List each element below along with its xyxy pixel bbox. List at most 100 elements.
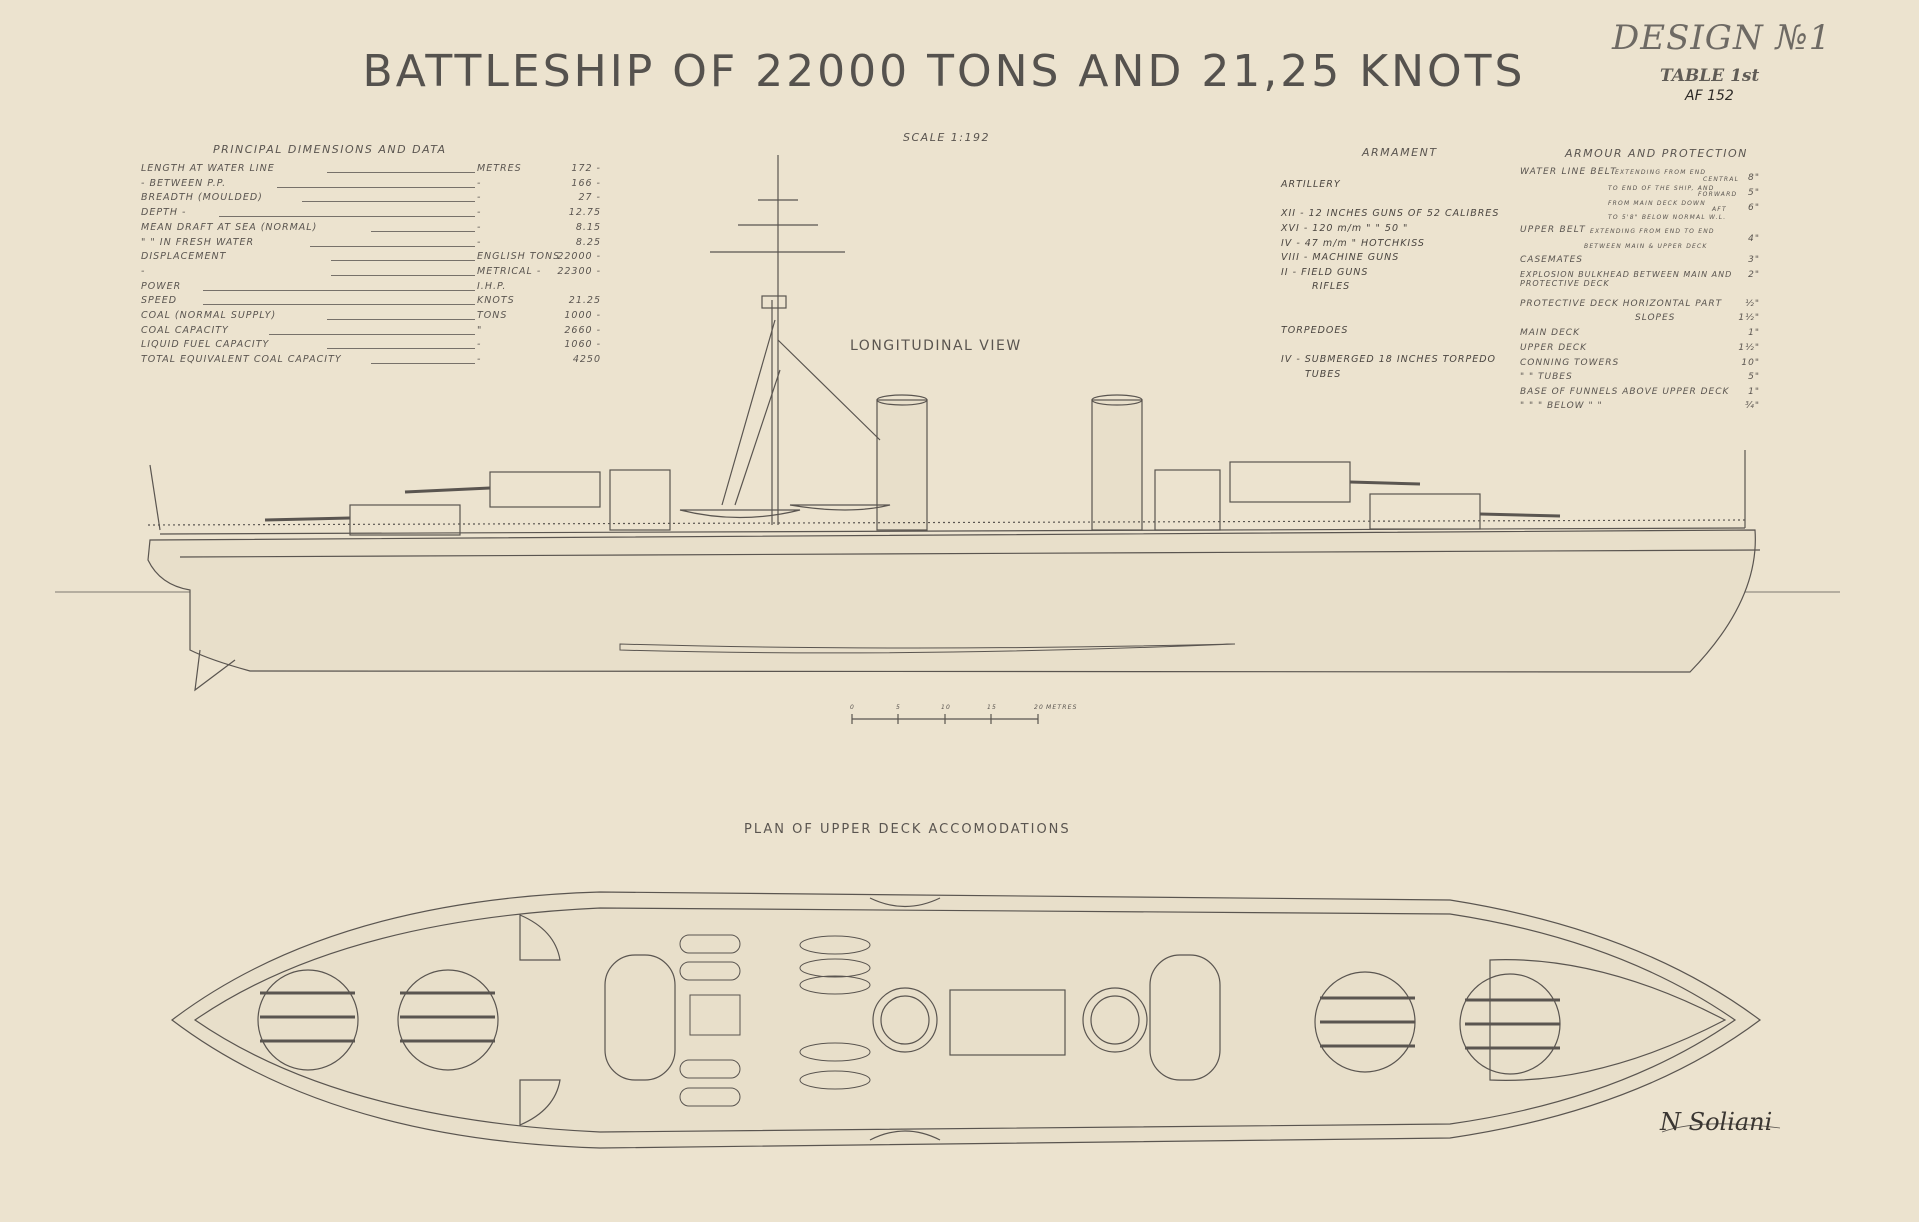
reference-code: AF 152 xyxy=(1685,88,1734,104)
longitudinal-view-label: LONGITUDINAL VIEW xyxy=(850,338,1022,354)
row-value: 1½" xyxy=(1738,313,1760,323)
principal-row: DEPTH - - 12.75 xyxy=(141,207,611,222)
row-value: 12.75 xyxy=(568,207,601,219)
artillery-row: RIFLES xyxy=(1312,281,1351,292)
armour-row: BASE OF FUNNELS ABOVE UPPER DECK 1" xyxy=(1520,387,1760,402)
row-label: MEAN DRAFT AT SEA (NORMAL) xyxy=(141,221,318,233)
row-label: COAL CAPACITY xyxy=(141,324,229,336)
armour-row: CASEMATES 3" xyxy=(1520,255,1760,270)
signature: N Soliani xyxy=(1660,1108,1773,1136)
row-label: DEPTH - xyxy=(141,207,187,219)
row-label: UPPER DECK xyxy=(1520,343,1588,353)
row-label: TOTAL EQUIVALENT COAL CAPACITY xyxy=(141,354,342,366)
armour-row: EXPLOSION BULKHEAD BETWEEN MAIN AND PROT… xyxy=(1520,270,1760,288)
scale-tick-20: 20 xyxy=(1034,704,1045,711)
leader-line xyxy=(327,172,475,173)
armour-row: MAIN DECK 1" xyxy=(1520,328,1760,343)
armour-row: " " " BELOW " " ¾" xyxy=(1520,401,1760,416)
drawing-title: BATTLESHIP OF 22000 TONS AND 21,25 KNOTS xyxy=(362,46,1526,97)
armour-row: " " TUBES 5" xyxy=(1520,372,1760,387)
armament-heading: ARMAMENT xyxy=(1362,146,1438,159)
row-value: 2" xyxy=(1748,270,1760,280)
leader-line xyxy=(302,201,475,203)
upper-belt-note: EXTENDING FROM END TO END xyxy=(1590,228,1715,235)
row-label: " " TUBES xyxy=(1520,372,1573,382)
belt-aft-value: 6" xyxy=(1748,203,1761,213)
scale-tick-5: 5 xyxy=(896,704,902,711)
upper-belt-value: 4" xyxy=(1748,234,1761,244)
row-label: BREADTH (MOULDED) xyxy=(141,192,263,204)
row-label: PROTECTIVE DECK HORIZONTAL PART xyxy=(1520,299,1723,309)
row-value: 22000 - xyxy=(557,251,601,263)
row-value: 1060 - xyxy=(564,339,601,351)
row-unit: ENGLISH TONS xyxy=(477,251,561,263)
row-value: ¾" xyxy=(1745,401,1760,411)
row-value: 8.25 xyxy=(575,236,601,248)
principal-heading: PRINCIPAL DIMENSIONS AND DATA xyxy=(213,143,447,156)
longitudinal-view-ship xyxy=(55,155,1840,692)
row-label: POWER xyxy=(141,280,182,292)
leader-line xyxy=(371,230,475,232)
row-label: CONNING TOWERS xyxy=(1520,358,1620,368)
waterline-belt-note: TO END OF THE SHIP, AND xyxy=(1608,185,1715,192)
row-unit: METRICAL - xyxy=(477,265,542,277)
row-value: 1000 - xyxy=(564,310,601,321)
principal-row: LIQUID FUEL CAPACITY - 1060 - xyxy=(141,339,611,354)
row-unit: " xyxy=(477,324,483,336)
principal-row: - BETWEEN P.P. - 166 - xyxy=(141,178,611,193)
row-value: 8.15 xyxy=(575,221,601,233)
leader-line xyxy=(219,216,475,218)
upper-belt-label: UPPER BELT xyxy=(1520,225,1587,235)
row-unit: TONS xyxy=(477,310,508,321)
row-unit: - xyxy=(477,354,482,366)
row-label: SPEED xyxy=(141,295,178,307)
waterline-belt-note: FROM MAIN DECK DOWN xyxy=(1608,200,1706,207)
row-label: " " " BELOW " " xyxy=(1520,401,1603,411)
upper-belt-note: BETWEEN MAIN & UPPER DECK xyxy=(1584,243,1708,250)
principal-row: - METRICAL - 22300 - xyxy=(141,266,611,281)
scale-tick-10: 10 xyxy=(941,704,952,711)
row-label: BASE OF FUNNELS ABOVE UPPER DECK xyxy=(1520,387,1730,397)
row-value: 27 - xyxy=(578,192,601,204)
row-value: 10" xyxy=(1741,358,1760,368)
row-label: - BETWEEN P.P. xyxy=(141,177,227,189)
upper-deck-plan xyxy=(171,891,1762,1149)
leader-line xyxy=(268,333,475,335)
row-label: " " IN FRESH WATER xyxy=(141,236,255,248)
row-value: 166 - xyxy=(571,177,601,189)
scale-tick-15: 15 xyxy=(987,704,998,711)
leader-line xyxy=(310,245,475,247)
scale-bar xyxy=(851,714,1039,724)
row-label: EXPLOSION BULKHEAD BETWEEN MAIN AND PROT… xyxy=(1520,270,1733,288)
row-label: LENGTH AT WATER LINE xyxy=(141,163,275,174)
principal-row: POWER I.H.P. xyxy=(141,281,611,296)
row-unit: - xyxy=(477,221,482,233)
plan-title: PLAN OF UPPER DECK ACCOMODATIONS xyxy=(744,822,1071,837)
leader-line xyxy=(327,319,475,320)
belt-central-value: 8" xyxy=(1748,173,1761,183)
row-value: 1½" xyxy=(1738,343,1760,353)
row-value: 3" xyxy=(1748,255,1760,265)
torpedo-row: TUBES xyxy=(1305,369,1342,380)
leader-line xyxy=(202,289,475,291)
armour-row: PROTECTIVE DECK HORIZONTAL PART ½" xyxy=(1520,299,1760,314)
row-value: 5" xyxy=(1748,372,1760,382)
row-unit: - xyxy=(477,207,482,219)
leader-line xyxy=(331,260,475,262)
row-unit: - xyxy=(477,177,482,189)
artillery-row: II - FIELD GUNS xyxy=(1281,267,1369,278)
principal-row: LENGTH AT WATER LINE METRES 172 - xyxy=(141,163,611,178)
artillery-row: XVI - 120 m/m " " 50 " xyxy=(1281,223,1409,234)
row-value: 1" xyxy=(1748,387,1760,397)
armour-row: CONNING TOWERS 10" xyxy=(1520,358,1760,373)
row-value: 2660 - xyxy=(564,324,601,336)
row-unit: METRES xyxy=(477,163,522,174)
principal-row: DISPLACEMENT ENGLISH TONS 22000 - xyxy=(141,251,611,266)
signature-flourish xyxy=(1661,1123,1781,1133)
row-label: - xyxy=(141,265,146,277)
armour-row: UPPER DECK 1½" xyxy=(1520,343,1760,358)
principal-row: TOTAL EQUIVALENT COAL CAPACITY - 4250 xyxy=(141,354,611,369)
leader-line xyxy=(371,363,475,365)
artillery-row: VIII - MACHINE GUNS xyxy=(1281,252,1400,263)
